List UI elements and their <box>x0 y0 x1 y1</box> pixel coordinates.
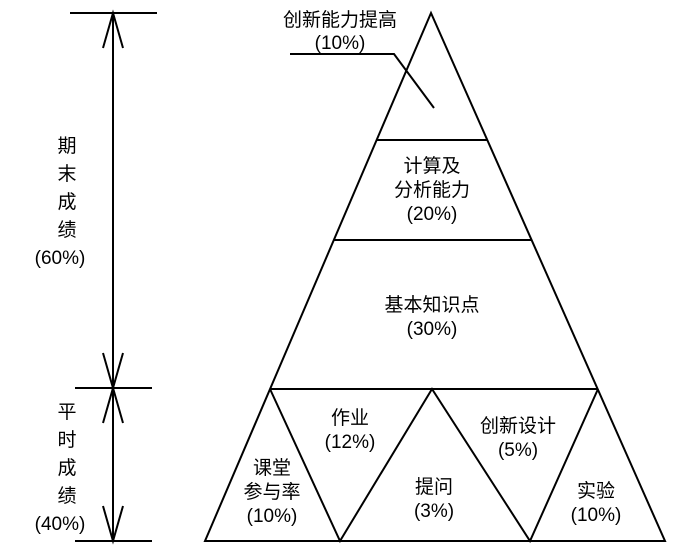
svg-text:(12%): (12%) <box>325 432 376 453</box>
homework-label: 作业 (12%) <box>325 407 376 453</box>
design-label: 创新设计 (5%) <box>480 415 556 461</box>
svg-text:创新能力提高: 创新能力提高 <box>283 9 397 31</box>
svg-text:(20%): (20%) <box>407 204 458 225</box>
dimension-arrows <box>70 9 157 545</box>
svg-text:平: 平 <box>57 402 76 423</box>
svg-text:参与率: 参与率 <box>243 481 300 503</box>
svg-text:成: 成 <box>57 457 76 479</box>
experiment-label: 实验 (10%) <box>571 480 622 526</box>
svg-text:作业: 作业 <box>331 407 369 429</box>
svg-text:末: 末 <box>57 163 76 185</box>
svg-text:(10%): (10%) <box>247 506 298 527</box>
analysis-label: 计算及 分析能力 (20%) <box>394 155 470 225</box>
knowledge-label: 基本知识点 (30%) <box>384 294 479 340</box>
arrow-up-icon <box>102 9 124 49</box>
bottom-zigzag <box>269 387 599 544</box>
pyramid-outline <box>203 10 667 542</box>
leader-line <box>290 53 435 109</box>
final-exam-label: 期 末 成 绩 (60%) <box>35 135 86 269</box>
svg-text:成: 成 <box>57 191 76 213</box>
svg-text:实验: 实验 <box>577 480 615 502</box>
participation-label: 课堂 参与率 (10%) <box>243 457 300 527</box>
svg-text:(5%): (5%) <box>498 440 538 461</box>
svg-text:(3%): (3%) <box>414 501 454 522</box>
svg-text:时: 时 <box>57 429 76 451</box>
svg-text:分析能力: 分析能力 <box>394 179 470 201</box>
svg-text:(10%): (10%) <box>315 33 366 54</box>
pyramid <box>203 10 667 544</box>
svg-text:(30%): (30%) <box>407 319 458 340</box>
svg-text:课堂: 课堂 <box>253 457 291 479</box>
svg-text:创新设计: 创新设计 <box>480 415 556 437</box>
svg-text:期: 期 <box>57 135 76 157</box>
svg-text:基本知识点: 基本知识点 <box>384 294 479 316</box>
svg-text:提问: 提问 <box>415 476 453 498</box>
regular-grade-label: 平 时 成 绩 (40%) <box>35 402 86 535</box>
svg-text:(40%): (40%) <box>35 514 86 535</box>
svg-text:计算及: 计算及 <box>403 155 460 177</box>
svg-text:绩: 绩 <box>57 485 76 507</box>
svg-text:(10%): (10%) <box>571 505 622 526</box>
svg-text:(60%): (60%) <box>35 248 86 269</box>
innovation-label: 创新能力提高 (10%) <box>283 9 397 54</box>
questions-label: 提问 (3%) <box>414 476 454 522</box>
arrow-down-icon <box>102 505 124 545</box>
svg-text:绩: 绩 <box>57 219 76 241</box>
arrow-up-icon <box>102 384 124 424</box>
